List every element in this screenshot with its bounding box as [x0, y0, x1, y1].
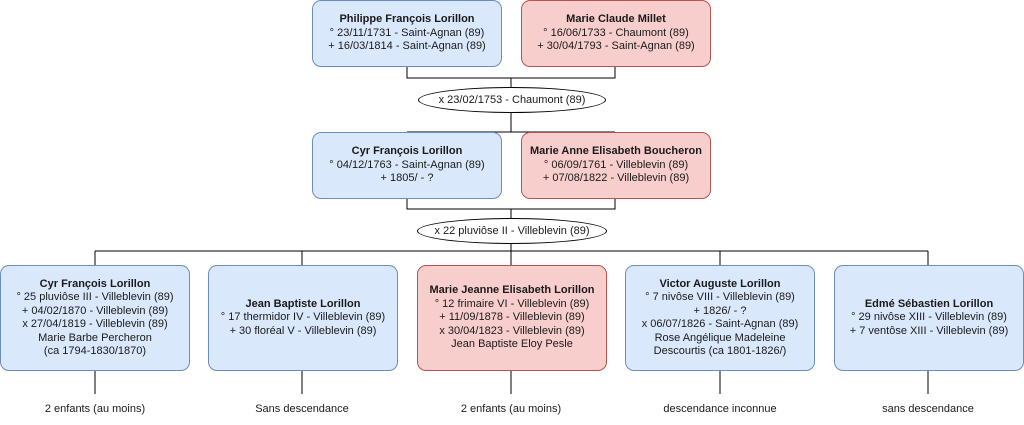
descendant-note-4: descendance inconnue [663, 403, 777, 415]
person-death: + 16/03/1814 - Saint-Agnan (89) [328, 40, 486, 53]
person-name: Victor Auguste Lorillon [659, 277, 781, 290]
person-detail: ° 17 thermidor IV - Villeblevin (89) [220, 311, 386, 324]
person-box-philippe-francois[interactable]: Philippe François Lorillon ° 23/11/1731 … [312, 0, 502, 67]
person-name: Marie Claude Millet [566, 13, 666, 26]
person-death: + 1805/ - ? [380, 172, 434, 185]
person-detail: x 30/04/1823 - Villeblevin (89) [439, 324, 585, 337]
marriage-ellipse-gen1[interactable]: x 23/02/1753 - Chaumont (89) [418, 87, 606, 113]
person-detail: + 7 ventôse XIII - Villeblevin (89) [849, 324, 1009, 337]
person-detail: + 11/09/1878 - Villeblevin (89) [439, 311, 585, 324]
person-detail: x 27/04/1819 - Villeblevin (89) [22, 318, 168, 330]
person-detail: ° 25 pluviôse III - Villeblevin (89) [16, 291, 174, 303]
person-death: + 07/08/1822 - Villeblevin (89) [542, 172, 690, 185]
descendant-note-3: 2 enfants (au moins) [460, 403, 562, 415]
descendant-note-1: 2 enfants (au moins) [44, 403, 146, 415]
descendant-note-2: Sans descendance [255, 403, 349, 415]
person-name: Jean Baptiste Lorillon [245, 297, 361, 310]
person-detail: Descourtis (ca 1801-1826/) [653, 345, 787, 357]
person-detail: ° 29 nivôse XIII - Villeblevin (89) [851, 311, 1007, 324]
person-box-marie-claude[interactable]: Marie Claude Millet ° 16/06/1733 - Chaum… [521, 0, 711, 67]
person-detail: ° 7 nivôse VIII - Villeblevin (89) [645, 291, 795, 303]
person-box-child-2[interactable]: Jean Baptiste Lorillon ° 17 thermidor IV… [208, 265, 398, 371]
person-detail: Jean Baptiste Eloy Pesle [451, 338, 573, 351]
person-detail: + 30 floréal V - Villeblevin (89) [229, 324, 377, 337]
person-name: Edmé Sébastien Lorillon [864, 297, 994, 310]
person-name: Philippe François Lorillon [339, 13, 475, 26]
connector-gen2-couple [406, 199, 616, 210]
person-box-child-5[interactable]: Edmé Sébastien Lorillon ° 29 nivôse XIII… [834, 265, 1024, 371]
person-birth: ° 04/12/1763 - Saint-Agnan (89) [329, 158, 485, 171]
person-box-marie-anne-elisabeth[interactable]: Marie Anne Elisabeth Boucheron ° 06/09/1… [521, 132, 711, 199]
descendant-note-5: sans descendance [882, 403, 974, 415]
person-box-child-4[interactable]: Victor Auguste Lorillon ° 7 nivôse VIII … [625, 265, 815, 371]
person-detail: ° 12 frimaire VI - Villeblevin (89) [434, 297, 590, 310]
person-box-cyr-francois-sr[interactable]: Cyr François Lorillon ° 04/12/1763 - Sai… [312, 132, 502, 199]
person-name: Marie Anne Elisabeth Boucheron [530, 145, 702, 158]
person-box-child-3[interactable]: Marie Jeanne Elisabeth Lorillon ° 12 fri… [417, 265, 607, 371]
person-detail: x 06/07/1826 - Saint-Agnan (89) [641, 318, 799, 330]
person-name: Cyr François Lorillon [39, 277, 151, 290]
person-name: Cyr François Lorillon [351, 145, 463, 158]
person-birth: ° 23/11/1731 - Saint-Agnan (89) [329, 26, 485, 39]
person-birth: ° 06/09/1761 - Villeblevin (89) [543, 158, 689, 171]
marriage-label: x 22 pluviôse II - Villeblevin (89) [434, 225, 590, 237]
person-box-child-1[interactable]: Cyr François Lorillon ° 25 pluviôse III … [0, 265, 190, 371]
marriage-label: x 23/02/1753 - Chaumont (89) [438, 94, 586, 106]
marriage-ellipse-gen2[interactable]: x 22 pluviôse II - Villeblevin (89) [417, 218, 607, 244]
person-detail: + 04/02/1870 - Villeblevin (89) [21, 304, 169, 317]
person-name: Marie Jeanne Elisabeth Lorillon [429, 284, 595, 297]
person-birth: ° 16/06/1733 - Chaumont (89) [543, 26, 689, 39]
person-death: + 30/04/1793 - Saint-Agnan (89) [537, 40, 695, 53]
person-detail: (ca 1794-1830/1870) [43, 345, 147, 357]
person-detail: Marie Barbe Percheron [38, 331, 152, 344]
person-detail: Rose Angélique Madeleine [654, 331, 786, 344]
connector-gen1-couple [406, 67, 616, 79]
person-detail: + 1826/ - ? [693, 304, 747, 317]
